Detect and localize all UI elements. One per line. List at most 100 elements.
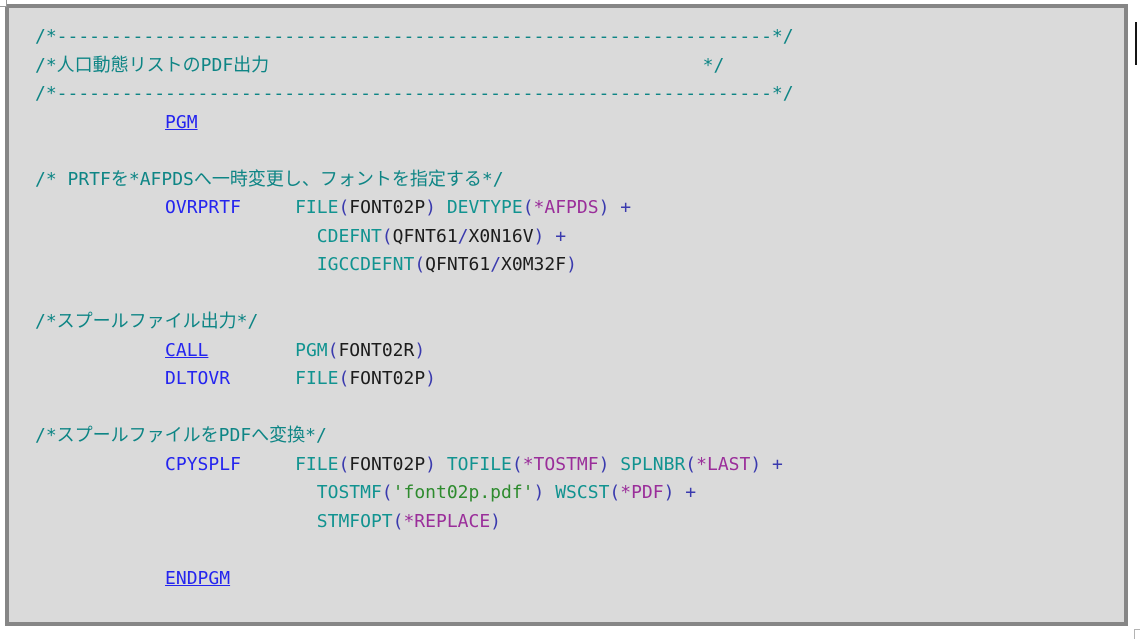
code-token: /* PRTFを*AFPDSへ一時変更し、フォントを指定する*/	[35, 168, 504, 190]
code-token: DEVTYPE	[446, 197, 523, 218]
code-token: FONT02R	[338, 339, 415, 361]
code-token: *REPLACE	[403, 510, 491, 532]
table-corner-mark-bottom-right	[1134, 629, 1140, 639]
code-token: FONT02P	[349, 197, 426, 218]
code-token: /*人口動態リストのPDF出力	[35, 54, 270, 76]
code-token: TOSTMF	[316, 482, 382, 503]
code-token	[35, 568, 165, 589]
code-line: ENDPGM	[35, 565, 794, 594]
code-token	[609, 454, 620, 475]
code-token: (	[511, 453, 523, 475]
code-token: *LAST	[696, 453, 751, 475]
code-token: OVRPRTF	[165, 197, 241, 218]
code-token: )	[598, 453, 610, 475]
code-token: DLTOVR	[165, 368, 231, 389]
code-token: (	[327, 339, 339, 361]
code-token: )	[566, 254, 577, 275]
code-token: )	[425, 368, 437, 389]
code-line: CDEFNT(QFNT61/X0N16V) +	[35, 223, 794, 252]
code-token: TOFILE	[446, 453, 512, 475]
code-token: )	[533, 225, 545, 247]
code-token: X0M32F	[501, 254, 567, 275]
code-token: /	[457, 225, 469, 247]
code-token: *AFPDS	[533, 197, 599, 218]
code-token: +	[674, 482, 697, 503]
code-token: QFNT61	[425, 254, 491, 275]
code-token: )	[490, 510, 502, 532]
code-token: /	[490, 254, 502, 275]
table-corner-mark-top-left	[0, 0, 7, 7]
code-token	[241, 197, 295, 218]
code-line: /*人口動態リストのPDF出力 */	[35, 52, 794, 81]
code-token: (	[338, 453, 350, 475]
cl-source-code: /*--------------------------------------…	[35, 23, 794, 593]
code-line: /*--------------------------------------…	[35, 80, 794, 109]
code-token	[35, 454, 165, 475]
code-token: */	[702, 54, 725, 76]
code-token	[436, 197, 447, 218]
code-token: /*--------------------------------------…	[35, 83, 794, 104]
code-line: /* PRTFを*AFPDSへ一時変更し、フォントを指定する*/	[35, 166, 794, 195]
code-token: +	[544, 225, 567, 247]
code-token: CDEFNT	[316, 225, 382, 247]
code-token: (	[522, 197, 534, 218]
code-token	[35, 511, 317, 532]
code-token	[35, 197, 165, 218]
code-line	[35, 536, 794, 565]
code-token: *PDF	[620, 482, 664, 503]
code-token: /*スプールファイルをPDFへ変換*/	[35, 425, 327, 446]
code-token: )	[750, 453, 762, 475]
code-token	[35, 226, 317, 247]
code-token: FILE	[295, 368, 339, 389]
code-line: IGCCDEFNT(QFNT61/X0M32F)	[35, 251, 794, 280]
code-token: FONT02P	[349, 453, 426, 475]
code-token	[269, 55, 702, 76]
code-token: IGCCDEFNT	[316, 254, 415, 275]
code-token: )	[598, 197, 610, 218]
code-token: FILE	[295, 453, 339, 475]
code-line: DLTOVR FILE(FONT02P)	[35, 365, 794, 394]
code-token: )	[414, 339, 426, 361]
code-line: CALL PGM(FONT02R)	[35, 337, 794, 366]
code-token: FONT02P	[349, 368, 426, 389]
code-token	[35, 340, 165, 361]
code-token: +	[761, 453, 783, 475]
code-line	[35, 280, 794, 309]
code-line: OVRPRTF FILE(FONT02P) DEVTYPE(*AFPDS) +	[35, 194, 794, 223]
code-token: (	[392, 510, 404, 532]
code-token: PGM	[295, 339, 328, 361]
code-token	[230, 368, 295, 389]
code-line	[35, 394, 794, 423]
code-line: STMFOPT(*REPLACE)	[35, 508, 794, 537]
code-line: /*スプールファイル出力*/	[35, 308, 794, 337]
code-token: /*--------------------------------------…	[35, 26, 794, 47]
code-line: PGM	[35, 109, 794, 138]
code-token: (	[414, 254, 426, 275]
code-token: X0N16V	[468, 225, 534, 247]
code-line: /*--------------------------------------…	[35, 23, 794, 52]
code-token: (	[609, 482, 621, 503]
cl-command-link[interactable]: PGM	[165, 111, 198, 133]
code-token: )	[663, 482, 675, 503]
code-token	[208, 340, 295, 361]
code-token: 'font02p.pdf'	[392, 482, 534, 503]
code-token	[436, 454, 447, 475]
code-token: *TOSTMF	[522, 453, 599, 475]
code-token: )	[425, 197, 436, 218]
cl-command-link[interactable]: CALL	[165, 339, 209, 361]
code-token: STMFOPT	[316, 510, 393, 532]
code-line: CPYSPLF FILE(FONT02P) TOFILE(*TOSTMF) SP…	[35, 451, 794, 480]
text-cursor	[1135, 22, 1137, 65]
code-token: SPLNBR	[620, 453, 686, 475]
code-token	[241, 454, 295, 475]
code-token	[544, 482, 555, 503]
code-token: /*スプールファイル出力*/	[35, 311, 259, 332]
cl-command-link[interactable]: ENDPGM	[165, 567, 231, 589]
code-token: +	[609, 197, 632, 218]
code-token: CPYSPLF	[165, 453, 241, 475]
code-line	[35, 137, 794, 166]
code-token	[35, 112, 165, 133]
code-line: TOSTMF('font02p.pdf') WSCST(*PDF) +	[35, 479, 794, 508]
code-token: )	[533, 482, 545, 503]
code-token: (	[381, 225, 393, 247]
